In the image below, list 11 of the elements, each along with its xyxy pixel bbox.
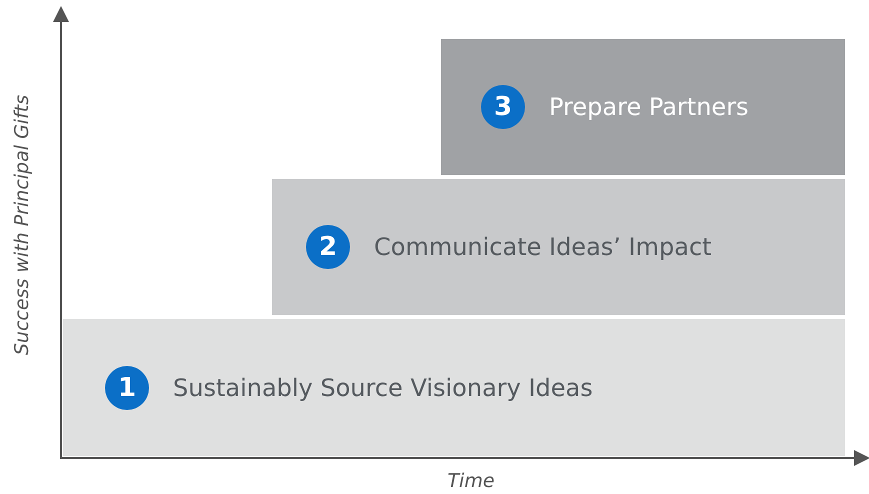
step-band — [441, 39, 845, 175]
step-label: Sustainably Source Visionary Ideas — [173, 374, 593, 402]
step-number: 2 — [306, 225, 350, 269]
step-band — [63, 319, 845, 456]
step-number: 1 — [105, 366, 149, 410]
step-label: Communicate Ideas’ Impact — [374, 233, 712, 261]
step-label: Prepare Partners — [549, 93, 749, 121]
x-axis-label: Time — [447, 470, 495, 492]
y-axis-label: Success with Principal Gifts — [11, 94, 33, 356]
step-number: 3 — [481, 85, 525, 129]
step-band — [272, 179, 845, 315]
